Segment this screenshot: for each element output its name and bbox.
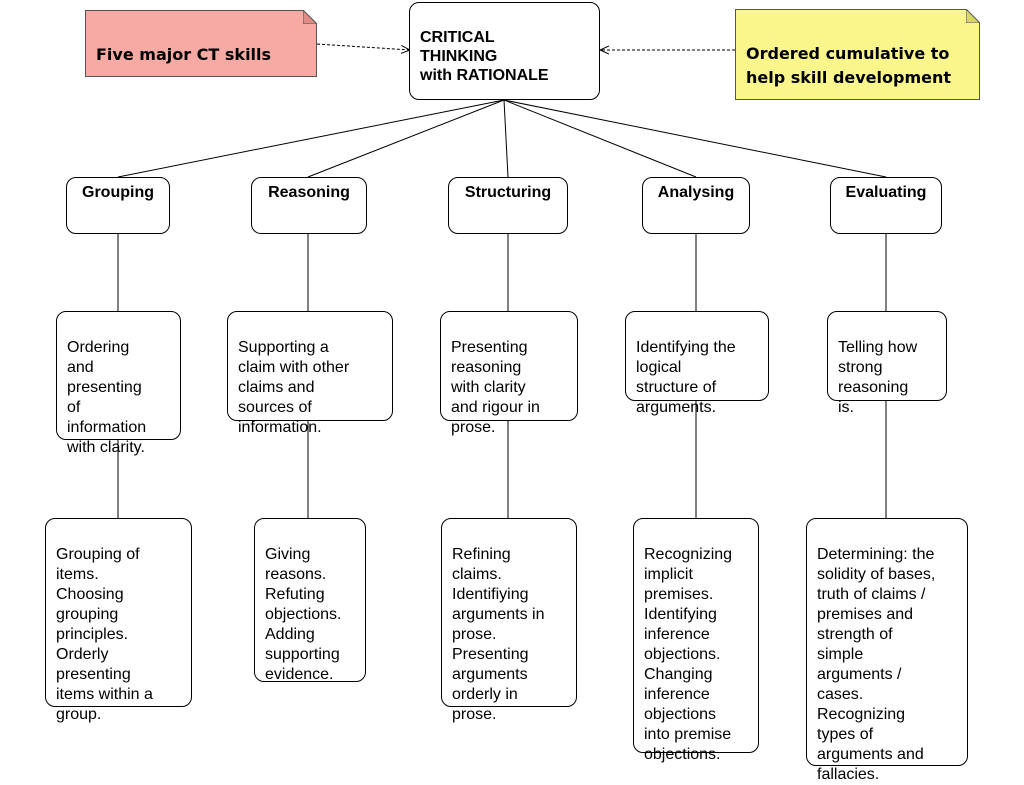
detail-text: Grouping of items. Choosing grouping pri… bbox=[56, 546, 153, 723]
skill-label: Evaluating bbox=[845, 184, 927, 201]
detail-text: Determining: the solidity of bases, trut… bbox=[817, 546, 936, 783]
skill-label: Structuring bbox=[464, 184, 552, 201]
note-fold-corner-icon bbox=[303, 10, 317, 24]
detail-node-analysing: Recognizing implicit premises. Identifyi… bbox=[633, 518, 759, 763]
edge-root-reasoning bbox=[307, 99, 505, 178]
connector-lines bbox=[117, 43, 887, 518]
summary-node-evaluating: Telling how strong reasoning is. bbox=[827, 311, 947, 416]
summary-text: Identifying the logical structure of arg… bbox=[636, 339, 736, 416]
summary-node-structuring: Presenting reasoning with clarity and ri… bbox=[440, 311, 578, 436]
edge-root-analysing bbox=[503, 99, 697, 178]
detail-text: Recognizing implicit premises. Identifyi… bbox=[644, 546, 733, 763]
note-five-major-skills: Five major CT skills bbox=[85, 10, 317, 77]
skill-node-grouping: Grouping bbox=[66, 177, 170, 234]
detail-node-grouping: Grouping of items. Choosing grouping pri… bbox=[45, 518, 192, 723]
skill-node-reasoning: Reasoning bbox=[251, 177, 367, 234]
detail-node-reasoning: Giving reasons. Refuting objections. Add… bbox=[254, 518, 366, 683]
summary-text: Telling how strong reasoning is. bbox=[838, 339, 918, 416]
note-arrow-left bbox=[316, 43, 410, 50]
edge-root-grouping bbox=[117, 99, 505, 178]
detail-text: Giving reasons. Refuting objections. Add… bbox=[265, 546, 342, 683]
note-fold-corner-icon bbox=[966, 9, 980, 23]
summary-text: Ordering and presenting of information w… bbox=[67, 339, 147, 456]
summary-node-reasoning: Supporting a claim with other claims and… bbox=[227, 311, 393, 436]
detail-node-evaluating: Determining: the solidity of bases, trut… bbox=[806, 518, 968, 783]
detail-node-structuring: Refining claims. Identifiying arguments … bbox=[441, 518, 577, 723]
skill-label: Reasoning bbox=[268, 184, 350, 201]
summary-node-grouping: Ordering and presenting of information w… bbox=[56, 311, 181, 456]
root-node-label: CRITICAL THINKING with RATIONALE bbox=[420, 29, 549, 84]
detail-text: Refining claims. Identifiying arguments … bbox=[452, 546, 545, 723]
summary-text: Supporting a claim with other claims and… bbox=[238, 339, 350, 436]
skill-node-analysing: Analysing bbox=[642, 177, 750, 234]
skill-node-evaluating: Evaluating bbox=[830, 177, 942, 234]
skill-node-structuring: Structuring bbox=[448, 177, 568, 234]
skill-label: Grouping bbox=[82, 184, 154, 201]
edge-root-evaluating bbox=[503, 99, 887, 178]
summary-text: Presenting reasoning with clarity and ri… bbox=[451, 339, 540, 436]
root-node-critical-thinking: CRITICAL THINKING with RATIONALE bbox=[409, 2, 600, 100]
note-ordered-cumulative: Ordered cumulative to help skill develop… bbox=[735, 9, 980, 100]
note-ordered-cumulative-text: Ordered cumulative to help skill develop… bbox=[746, 44, 952, 87]
skill-label: Analysing bbox=[657, 184, 735, 201]
note-five-major-skills-text: Five major CT skills bbox=[96, 45, 272, 64]
edge-root-structuring bbox=[503, 99, 509, 178]
summary-node-analysing: Identifying the logical structure of arg… bbox=[625, 311, 769, 416]
